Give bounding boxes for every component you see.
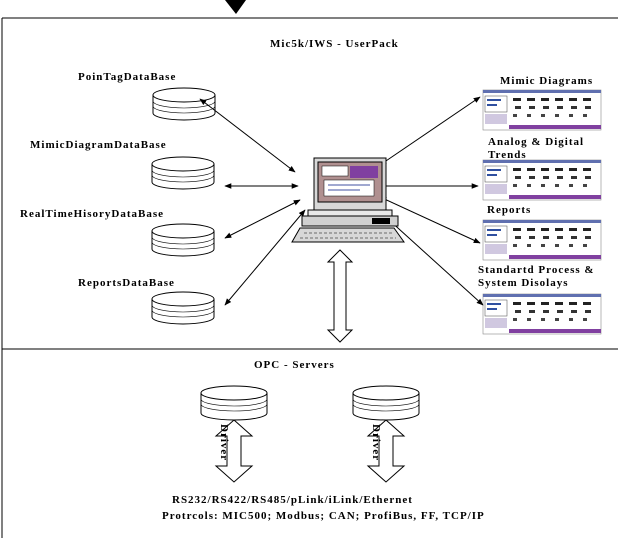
database-cylinder-history <box>151 223 215 257</box>
driver-label-1: Driver <box>218 424 230 462</box>
screen-label-reports: Reports <box>487 204 532 216</box>
opc-server-cylinder-2 <box>352 385 420 421</box>
userpack-title: Mic5k/IWS - UserPack <box>270 38 399 50</box>
screen-label-trends: Analog & Digital Trends <box>488 136 585 161</box>
driver-label-2: Driver <box>370 424 382 462</box>
arrow-history-db <box>224 199 301 239</box>
incoming-arrow <box>225 0 246 14</box>
hollow-arrow-driver-1 <box>214 419 254 483</box>
arrow-reports-db <box>224 209 306 306</box>
db-label-reports: ReportsDataBase <box>78 277 175 289</box>
arrow-mimic-screen <box>379 96 481 166</box>
db-label-mimic-diagram: MimicDiagramDataBase <box>30 139 167 151</box>
screen-thumbnail-reports <box>482 219 602 261</box>
opc-server-cylinder-1 <box>200 385 268 421</box>
db-label-realtime-history: RealTimeHisoryDataBase <box>20 208 165 220</box>
arrow-poin-tag <box>199 98 296 173</box>
bus-line: RS232/RS422/RS485/pLink/iLink/Ethernet <box>172 494 413 506</box>
screen-label-process: Standartd Process & System Disolays <box>478 264 595 289</box>
database-cylinder-mimic <box>151 156 215 190</box>
computer-workstation <box>291 157 405 243</box>
screen-thumbnail-mimic <box>482 89 602 131</box>
screen-label-mimic: Mimic Diagrams <box>500 75 594 87</box>
hollow-arrow-computer-opc <box>326 249 354 343</box>
protocols-line: Protrcols: MIC500; Modbus; CAN; ProfiBus… <box>162 510 485 522</box>
hollow-arrow-driver-2 <box>366 419 406 483</box>
db-label-poin-tag: PoinTagDataBase <box>78 71 177 83</box>
opc-title: OPC - Servers <box>254 359 335 371</box>
database-cylinder-reports <box>151 291 215 325</box>
diagram-frame <box>1 17 618 538</box>
screen-thumbnail-trends <box>482 159 602 201</box>
screen-thumbnail-process <box>482 293 602 335</box>
